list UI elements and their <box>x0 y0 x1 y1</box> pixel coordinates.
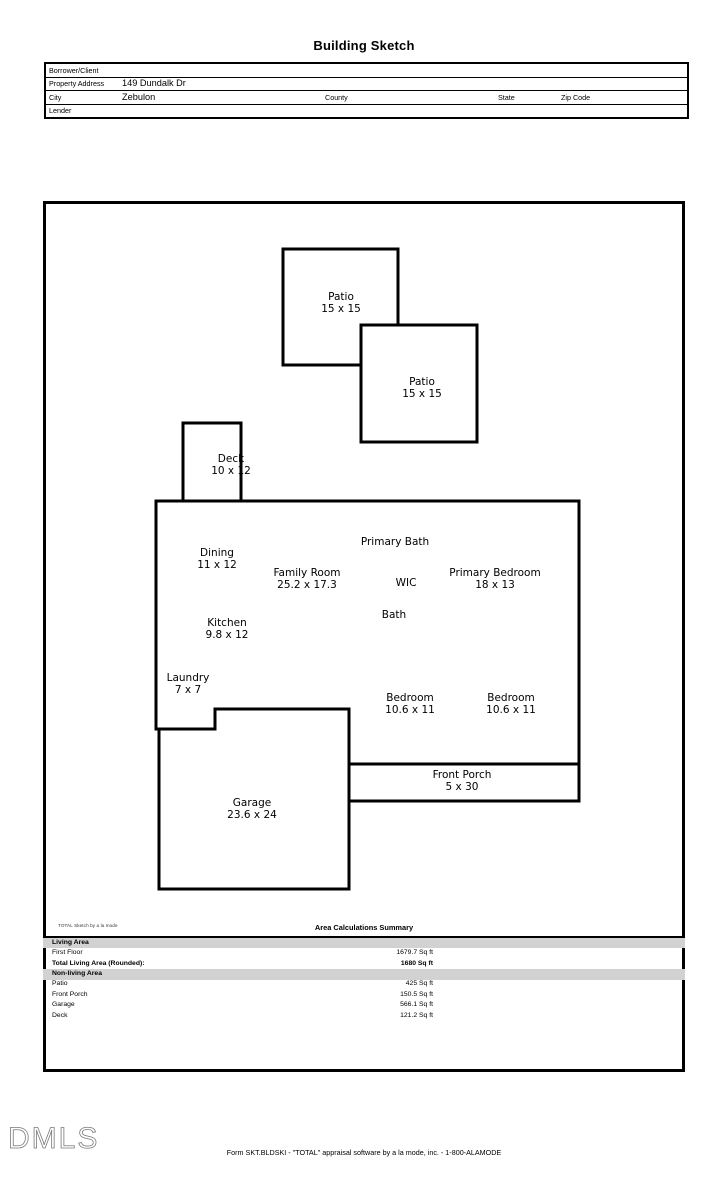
county-label: County <box>325 92 348 102</box>
header-row-lender: Lender <box>46 105 687 118</box>
zip-code-label: Zip Code <box>561 92 591 102</box>
total-living-value: 1680 Sq ft <box>400 959 433 967</box>
borrower-label: Borrower/Client <box>49 65 99 75</box>
front-porch-area-value: 150.5 Sq ft <box>400 990 433 998</box>
front-porch-outline <box>347 762 581 803</box>
area-calculations-table: Living Area First Floor 1679.7 Sq ft Tot… <box>43 936 685 1021</box>
room-label-bath-name: Bath <box>382 609 406 621</box>
first-floor-label: First Floor <box>52 949 83 957</box>
room-label-garage-dims: 23.6 x 24 <box>227 809 277 821</box>
room-label-front-porch-dims: 5 x 30 <box>446 781 479 793</box>
garage-area-label: Garage <box>52 1001 75 1009</box>
room-label-deck-dims: 10 x 12 <box>211 465 251 477</box>
room-label-primary-bedroom-name: Primary Bedroom <box>449 567 540 579</box>
front-porch-area-label: Front Porch <box>52 990 88 998</box>
header-row-city: City Zebulon County State Zip Code <box>46 91 687 105</box>
dmls-watermark-logo: DMLS <box>8 1122 100 1155</box>
room-label-kitchen-name: Kitchen <box>207 617 246 629</box>
nonliving-area-heading: Non-living Area <box>52 969 102 977</box>
floor-plan-drawing: Patio 15 x 15 Patio 15 x 15 Deck 10 x 12… <box>154 247 581 891</box>
area-row-front-porch: Front Porch 150.5 Sq ft <box>43 990 685 1000</box>
room-label-patio-upper-dims: 15 x 15 <box>321 303 361 315</box>
room-label-primary-bath-name: Primary Bath <box>361 536 429 548</box>
area-row-garage: Garage 566.1 Sq ft <box>43 1000 685 1010</box>
area-summary-title: Area Calculations Summary <box>314 923 414 932</box>
garage-outline <box>157 707 351 891</box>
lender-label: Lender <box>49 106 72 116</box>
room-label-garage-name: Garage <box>233 797 271 809</box>
form-footer-text: Form SKT.BLDSKI - "TOTAL" appraisal soft… <box>226 1148 502 1157</box>
sketch-credit-text: TOTAL Sketch by a la mode <box>58 923 118 928</box>
room-label-front-porch-name: Front Porch <box>433 769 492 781</box>
city-label: City <box>49 92 62 102</box>
room-label-bedroom-1-dims: 10.6 x 11 <box>385 704 435 716</box>
state-label: State <box>498 92 515 102</box>
deck-area-label: Deck <box>52 1011 68 1019</box>
room-label-patio-lower-name: Patio <box>409 376 435 388</box>
patio-area-value: 425 Sq ft <box>405 980 433 988</box>
sketch-frame: Patio 15 x 15 Patio 15 x 15 Deck 10 x 12… <box>43 201 685 1072</box>
room-label-family-room-name: Family Room <box>273 567 340 579</box>
room-label-bedroom-1-name: Bedroom <box>386 692 434 704</box>
deck-area-value: 121.2 Sq ft <box>400 1011 433 1019</box>
room-label-wic-name: WIC <box>396 577 417 589</box>
room-label-dining-dims: 11 x 12 <box>197 559 237 571</box>
property-info-table: Borrower/Client Property Address 149 Dun… <box>44 62 689 120</box>
property-address-value: 149 Dundalk Dr <box>122 78 186 89</box>
patio-area-label: Patio <box>52 980 68 988</box>
room-label-dining-name: Dining <box>200 547 234 559</box>
room-label-bedroom-2-name: Bedroom <box>487 692 535 704</box>
room-label-patio-lower-dims: 15 x 15 <box>402 388 442 400</box>
room-label-laundry-dims: 7 x 7 <box>175 684 201 696</box>
room-label-deck-name: Deck <box>218 453 245 465</box>
living-area-heading: Living Area <box>52 938 89 946</box>
room-label-bedroom-2-dims: 10.6 x 11 <box>486 704 536 716</box>
header-row-property-address: Property Address 149 Dundalk Dr <box>46 78 687 92</box>
room-label-patio-upper-name: Patio <box>328 291 354 303</box>
first-floor-value: 1679.7 Sq ft <box>396 949 433 957</box>
area-row-deck: Deck 121.2 Sq ft <box>43 1011 685 1021</box>
page-title: Building Sketch <box>313 38 415 53</box>
total-living-label: Total Living Area (Rounded): <box>52 959 145 967</box>
room-label-primary-bedroom-dims: 18 x 13 <box>475 579 515 591</box>
garage-area-value: 566.1 Sq ft <box>400 1001 433 1009</box>
room-label-laundry-name: Laundry <box>167 672 210 684</box>
area-row-first-floor: First Floor 1679.7 Sq ft <box>43 948 685 958</box>
area-section-nonliving: Non-living Area <box>43 969 685 980</box>
header-row-borrower: Borrower/Client <box>46 64 687 78</box>
property-address-label: Property Address <box>49 79 105 89</box>
area-section-living: Living Area <box>43 938 685 949</box>
room-label-family-room-dims: 25.2 x 17.3 <box>277 579 337 591</box>
room-label-kitchen-dims: 9.8 x 12 <box>206 629 249 641</box>
area-row-patio: Patio 425 Sq ft <box>43 980 685 990</box>
city-value: Zebulon <box>122 91 156 102</box>
area-row-total-living: Total Living Area (Rounded): 1680 Sq ft <box>43 959 685 969</box>
